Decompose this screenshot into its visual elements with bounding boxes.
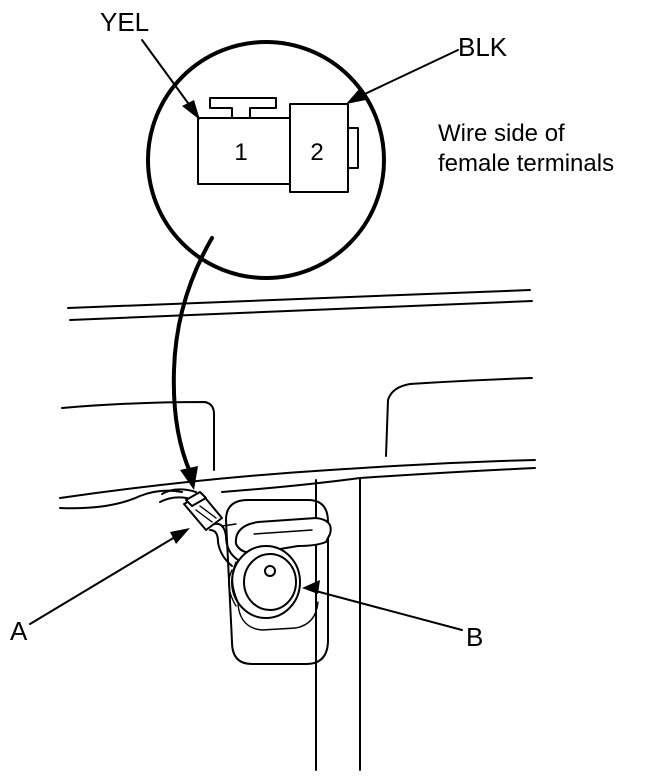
blk-wire-label: BLK bbox=[458, 32, 508, 62]
callout-a-label: A bbox=[10, 616, 28, 646]
trim-panel-lines bbox=[59, 289, 536, 771]
power-socket bbox=[228, 517, 332, 619]
connector-inset: 1 2 bbox=[146, 40, 386, 280]
terminal-2-number: 2 bbox=[310, 139, 323, 166]
callout-b-label: B bbox=[466, 622, 483, 652]
socket-bezel bbox=[225, 499, 329, 665]
socket-harness bbox=[209, 522, 239, 567]
terminal-1-housing bbox=[197, 97, 291, 185]
inset-note-line-2: female terminals bbox=[438, 150, 614, 177]
terminal-1-number: 1 bbox=[234, 139, 247, 166]
yel-wire-label: YEL bbox=[100, 7, 149, 37]
leader-lines bbox=[29, 39, 463, 631]
connector-a bbox=[159, 488, 223, 531]
terminal-2-housing bbox=[289, 103, 359, 193]
inset-note-line-1: Wire side of bbox=[438, 120, 565, 147]
